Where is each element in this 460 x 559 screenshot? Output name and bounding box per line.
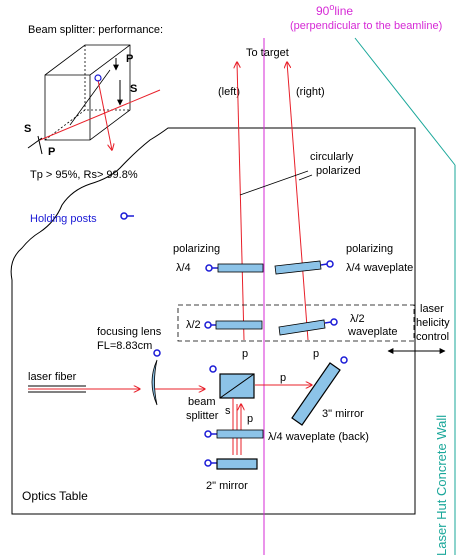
p-label-left: p	[242, 348, 248, 360]
holding-posts-label: Holding posts	[30, 213, 97, 225]
mirror-3-inch	[291, 356, 348, 426]
lambda4-left-label: λ/4	[176, 262, 191, 274]
polarizing-right-label: polarizing	[346, 243, 393, 255]
focusing-lens-label: focusing lens	[97, 326, 162, 338]
p-label-mid: p	[280, 372, 286, 384]
laser-fiber	[28, 385, 86, 393]
to-target-label: To target	[246, 47, 289, 59]
lambda2-right-label-2: waveplate	[347, 326, 398, 338]
mirror3-label: 3" mirror	[322, 408, 364, 420]
bs-title: Beam splitter: performance:	[28, 24, 163, 36]
cube-p-top: P	[126, 53, 133, 65]
mirror2-label: 2" mirror	[206, 480, 248, 492]
p-label-right: p	[313, 348, 319, 360]
p-label-low: p	[247, 413, 253, 425]
line90-label: 90oline	[316, 2, 353, 18]
beam-right-up	[287, 62, 309, 341]
lambda2-left-label: λ/2	[186, 319, 201, 331]
bs-performance: Tp > 95%, Rs> 99.8%	[30, 169, 138, 181]
cube-s-right: S	[130, 83, 137, 95]
lambda2-right-label-1: λ/2	[350, 313, 365, 325]
helicity-label-1: laser	[420, 303, 444, 315]
holding-post-icon	[120, 212, 134, 220]
beam-splitter-label-2: splitter	[186, 410, 219, 422]
waveplate-lambda4-back	[204, 429, 264, 439]
waveplate-lambda4-right	[274, 260, 334, 275]
s-label-low: s	[225, 405, 231, 417]
waveplate-back-label: λ/4 waveplate (back)	[268, 431, 369, 443]
mirror-2-inch	[204, 458, 258, 470]
circ-polarized-1: circularly	[310, 151, 354, 163]
beam-left-up	[237, 62, 245, 341]
left-label: (left)	[218, 86, 240, 98]
cube-s-left: S	[24, 123, 31, 135]
line90-sublabel: (perpendicular to the beamline)	[290, 20, 442, 32]
waveplate-lambda2-right	[278, 318, 338, 336]
beam-splitter-label-1: beam	[188, 396, 216, 408]
right-label: (right)	[296, 86, 325, 98]
concrete-wall-label: Laser Hut Concrete Wall	[434, 415, 449, 556]
cube-diagram	[27, 44, 161, 155]
laser-fiber-label: laser fiber	[28, 371, 77, 383]
optics-table-label: Optics Table	[22, 489, 88, 503]
waveplate-lambda2-left	[204, 320, 263, 330]
waveplate-lambda4-left	[205, 263, 264, 273]
circ-pointer-right	[298, 174, 313, 181]
polarizing-left-label: polarizing	[173, 243, 220, 255]
beam-splitter	[209, 365, 255, 399]
concrete-wall-line	[354, 37, 456, 166]
focusing-lens	[151, 349, 161, 406]
circ-polarized-2: polarized	[316, 165, 361, 177]
focusing-lens-fl: FL=8.83cm	[97, 340, 152, 352]
optics-table-outline	[10, 127, 416, 515]
lambda4-waveplate-right-label: λ/4 waveplate	[346, 262, 413, 274]
helicity-label-3: control	[416, 331, 449, 343]
cube-p-bottom: P	[48, 146, 55, 158]
helicity-label-2: helicity	[416, 317, 450, 329]
circ-pointer-left	[239, 170, 309, 196]
